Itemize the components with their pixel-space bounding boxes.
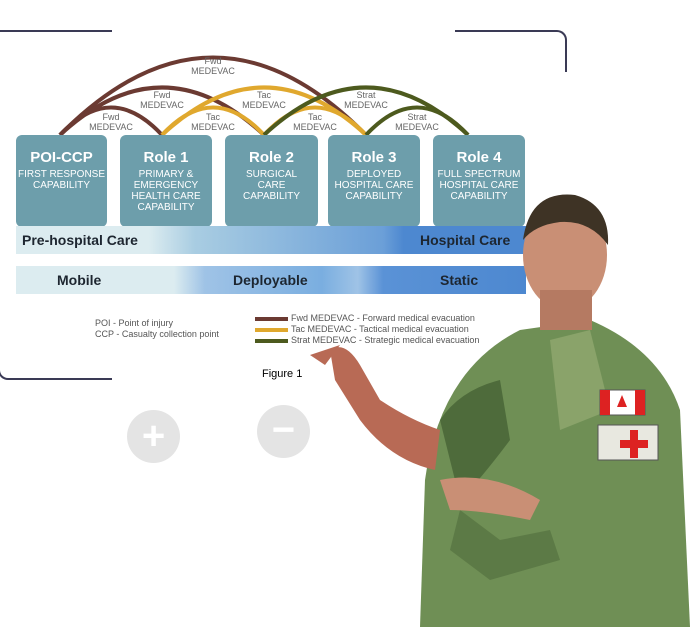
band-hospital: Hospital Care [420, 232, 511, 248]
arc-fwd-inner [58, 105, 164, 137]
arc-label: MEDEVAC [293, 122, 337, 132]
role-box-2: Role 2 SURGICAL CARE CAPABILITY [225, 135, 318, 227]
arc-label: MEDEVAC [395, 122, 439, 132]
legend-swatch-fwd [255, 316, 288, 321]
band-deployable: Deployable [233, 272, 308, 288]
zoom-in-button[interactable]: + [127, 410, 180, 463]
arc-label: Fwd [204, 56, 221, 66]
arc-label: Tac [257, 90, 272, 100]
role-box-3: Role 3 DEPLOYED HOSPITAL CARE CAPABILITY [328, 135, 420, 227]
role-title: POI-CCP [30, 149, 93, 166]
role-title: Role 1 [143, 149, 189, 166]
role-desc: FULL SPECTRUM HOSPITAL CARE CAPABILITY [437, 169, 521, 202]
zoom-out-button[interactable]: − [257, 405, 310, 458]
figure-caption: Figure 1 [262, 368, 303, 380]
role-desc: DEPLOYED HOSPITAL CARE CAPABILITY [334, 169, 414, 202]
role-title: Role 2 [248, 149, 294, 166]
arc-label: Strat [407, 112, 427, 122]
role-desc: SURGICAL CARE CAPABILITY [243, 169, 301, 202]
arc-label: Strat [356, 90, 376, 100]
frame-top-left [0, 30, 112, 32]
band-mobile: Mobile [57, 272, 102, 288]
arc-strat-inner [364, 105, 470, 137]
medevac-legend: Fwd MEDEVAC - Forward medical evacuation… [255, 313, 479, 346]
role-desc: FIRST RESPONSE CAPABILITY [17, 169, 106, 191]
arc-label: MEDEVAC [242, 100, 286, 110]
arc-label: MEDEVAC [191, 122, 235, 132]
legend-swatch-strat [255, 338, 288, 343]
role-desc: PRIMARY & EMERGENCY HEALTH CARE CAPABILI… [131, 169, 201, 213]
legend-tac: Tac MEDEVAC - Tactical medical evacuatio… [291, 324, 469, 334]
band-prehospital: Pre-hospital Care [22, 232, 138, 248]
frame-left [0, 30, 112, 380]
legend-ccp: CCP - Casualty collection point [95, 329, 219, 339]
legend-swatch-tac [255, 327, 288, 332]
arc-label: MEDEVAC [191, 66, 235, 76]
role-title: Role 3 [351, 149, 397, 166]
role-title: Role 4 [456, 149, 502, 166]
arc-label: Tac [308, 112, 323, 122]
legend-poi: POI - Point of injury [95, 318, 174, 328]
arc-tac-inner1 [160, 105, 266, 137]
arc-fwd-outer [58, 55, 368, 137]
care-band [16, 226, 526, 254]
role-box-poi-ccp: POI-CCP FIRST RESPONSE CAPABILITY [16, 135, 107, 227]
role-box-4: Role 4 FULL SPECTRUM HOSPITAL CARE CAPABI… [433, 135, 525, 227]
soldier-illustration [310, 194, 690, 627]
band-static: Static [440, 272, 479, 288]
arc-label: MEDEVAC [344, 100, 388, 110]
arc-label: Tac [206, 112, 221, 122]
arc-label: MEDEVAC [89, 122, 133, 132]
arc-label: Fwd [102, 112, 119, 122]
arc-label: MEDEVAC [140, 100, 184, 110]
legend-fwd: Fwd MEDEVAC - Forward medical evacuation [291, 313, 475, 323]
arc-label: Fwd [153, 90, 170, 100]
mobility-band [16, 266, 526, 294]
legend-strat: Strat MEDEVAC - Strategic medical evacua… [291, 335, 480, 345]
frame-top-right [455, 30, 567, 72]
role-box-1: Role 1 PRIMARY & EMERGENCY HEALTH CARE CA… [120, 135, 212, 227]
